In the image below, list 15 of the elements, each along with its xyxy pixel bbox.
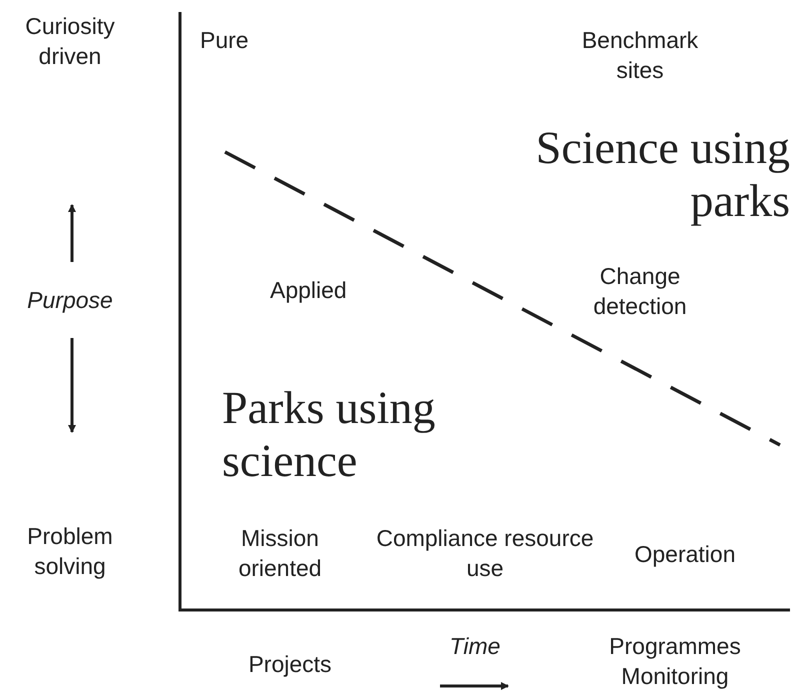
region-label: Science using parks bbox=[534, 122, 790, 228]
axis-label: Operation bbox=[633, 540, 736, 569]
axis-label: Compliance resource use bbox=[375, 524, 595, 583]
axis-label: Programmes Monitoring bbox=[608, 632, 742, 691]
axis-label: Pure bbox=[200, 26, 250, 55]
region-label: Parks using science bbox=[222, 382, 436, 488]
axis-title: Time bbox=[448, 632, 502, 661]
axis-label: Problem solving bbox=[26, 522, 114, 581]
axis-label: Change detection bbox=[592, 262, 688, 321]
axis-label: Applied bbox=[270, 276, 348, 305]
axis-label: Projects bbox=[247, 650, 333, 679]
axis-label: Benchmark sites bbox=[580, 26, 700, 85]
axis-title: Purpose bbox=[26, 286, 114, 315]
axis-label: Curiosity driven bbox=[24, 12, 116, 71]
axis-label: Mission oriented bbox=[237, 524, 323, 583]
